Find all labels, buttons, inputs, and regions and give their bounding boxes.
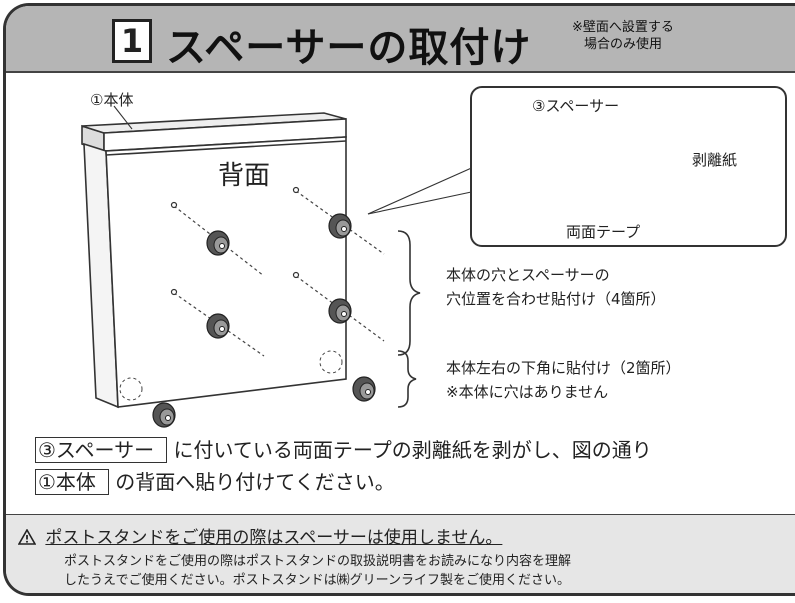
title-note-line2: 場合のみ使用 bbox=[583, 37, 662, 52]
corner-spacers bbox=[119, 350, 376, 428]
section-title: スペーサーの取付け bbox=[166, 25, 532, 71]
note-corners: 本体左右の下角に貼付け（2箇所） ※本体に穴はありません bbox=[446, 356, 681, 404]
mailbox-body bbox=[81, 112, 347, 409]
warning-body: ポストスタンドをご使用の際はポストスタンドの取扱説明書をお読みになり内容を理解 … bbox=[64, 552, 571, 590]
warning-body-line1: ポストスタンドをご使用の際はポストスタンドの取扱説明書をお読みになり内容を理解 bbox=[64, 554, 572, 569]
warning-icon bbox=[18, 529, 36, 545]
label-spacer: ③スペーサー bbox=[532, 97, 620, 115]
mounting-diagram: ①本体 背面 ③スペーサー 剥離紙 両面テープ 本体の穴とスペーサーの 穴位置を… bbox=[6, 71, 795, 431]
spacers-on-body bbox=[206, 213, 352, 339]
warning-heading: ポストスタンドをご使用の際はスペーサーは使用しません。 bbox=[18, 523, 502, 548]
spacer-ref: ③スペーサー bbox=[35, 437, 168, 463]
braces bbox=[397, 230, 421, 408]
instruction-panel: 1 スペーサーの取付け ※壁面へ設置する 場合のみ使用 bbox=[3, 3, 795, 596]
leader-lines bbox=[113, 105, 477, 215]
label-double-tape: 両面テープ bbox=[566, 223, 641, 241]
warning-section: ポストスタンドをご使用の際はスペーサーは使用しません。 ポストスタンドをご使用の… bbox=[6, 514, 795, 593]
instruction-line2: ①本体 の背面へ貼り付けてください。 bbox=[35, 466, 652, 498]
title-note-line1: ※壁面へ設置する bbox=[572, 20, 674, 35]
label-body: ①本体 bbox=[90, 91, 134, 109]
note-holes-line1: 本体の穴とスペーサーの bbox=[446, 266, 610, 284]
note-holes: 本体の穴とスペーサーの 穴位置を合わせ貼付け（4箇所） bbox=[446, 263, 666, 311]
warning-body-line2: したうえでご使用ください。ポストスタンドは㈱グリーンライフ製をご使用ください。 bbox=[64, 573, 570, 588]
label-release-paper: 剥離紙 bbox=[692, 151, 738, 169]
body-holes bbox=[170, 186, 300, 296]
instruction-text1: に付いている両面テープの剥離紙を剥がし、図の通り bbox=[173, 438, 652, 462]
warning-heading-text: ポストスタンドをご使用の際はスペーサーは使用しません。 bbox=[45, 528, 503, 548]
section-header: 1 スペーサーの取付け ※壁面へ設置する 場合のみ使用 bbox=[6, 6, 795, 73]
step-number: 1 bbox=[112, 19, 152, 63]
body-ref: ①本体 bbox=[35, 469, 109, 495]
callout-box bbox=[470, 86, 787, 247]
title-note: ※壁面へ設置する 場合のみ使用 bbox=[572, 19, 674, 53]
note-corners-line2: ※本体に穴はありません bbox=[446, 383, 609, 401]
instructions: ③スペーサー に付いている両面テープの剥離紙を剥がし、図の通り ①本体 の背面へ… bbox=[35, 434, 652, 498]
instruction-text2: の背面へ貼り付けてください。 bbox=[115, 470, 395, 494]
label-back: 背面 bbox=[218, 161, 271, 191]
instruction-line1: ③スペーサー に付いている両面テープの剥離紙を剥がし、図の通り bbox=[35, 434, 652, 466]
note-corners-line1: 本体左右の下角に貼付け（2箇所） bbox=[446, 359, 681, 377]
note-holes-line2: 穴位置を合わせ貼付け（4箇所） bbox=[446, 290, 666, 308]
